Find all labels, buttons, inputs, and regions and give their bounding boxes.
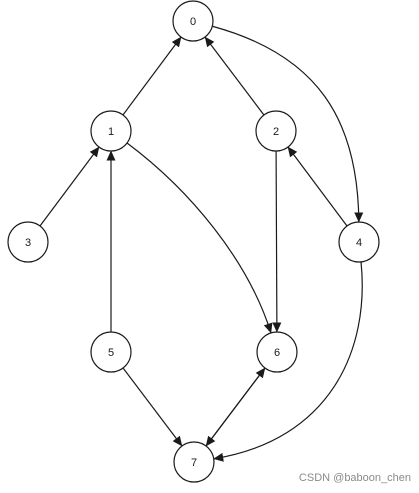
edge-4-to-7 — [213, 261, 363, 462]
edge-4-to-2 — [287, 146, 348, 227]
edge-2-to-0 — [204, 36, 265, 116]
edge-5-to-7 — [122, 367, 183, 447]
edge-3-to-1 — [39, 146, 100, 227]
edge-1-to-6 — [126, 142, 273, 334]
edge-2-to-6 — [272, 150, 282, 333]
node-circle — [90, 331, 132, 373]
edges-layer — [39, 25, 364, 462]
node-circle — [90, 110, 132, 152]
edge-6-to-7 — [205, 367, 266, 447]
node-label: 2 — [273, 126, 279, 138]
node-6: 6 — [256, 331, 298, 373]
node-5: 5 — [90, 331, 132, 373]
edge-1-to-0 — [122, 36, 182, 116]
edge-0-to-4 — [212, 25, 364, 223]
node-circle — [173, 441, 215, 483]
node-3: 3 — [7, 221, 49, 263]
node-circle — [172, 0, 214, 42]
nodes-layer: 0 1 2 3 4 5 6 7 — [7, 0, 380, 483]
node-7: 7 — [173, 441, 215, 483]
node-circle — [7, 221, 49, 263]
node-circle — [255, 110, 297, 152]
node-label: 5 — [108, 347, 114, 359]
node-1: 1 — [90, 110, 132, 152]
node-4: 4 — [338, 221, 380, 263]
node-label: 6 — [274, 347, 280, 359]
node-2: 2 — [255, 110, 297, 152]
node-label: 1 — [108, 126, 114, 138]
watermark: CSDN @baboon_chen — [298, 472, 411, 484]
node-circle — [338, 221, 380, 263]
node-circle — [256, 331, 298, 373]
node-0: 0 — [172, 0, 214, 42]
node-label: 3 — [25, 237, 31, 249]
node-label: 4 — [356, 237, 362, 249]
node-label: 7 — [191, 457, 197, 469]
node-label: 0 — [190, 16, 196, 28]
